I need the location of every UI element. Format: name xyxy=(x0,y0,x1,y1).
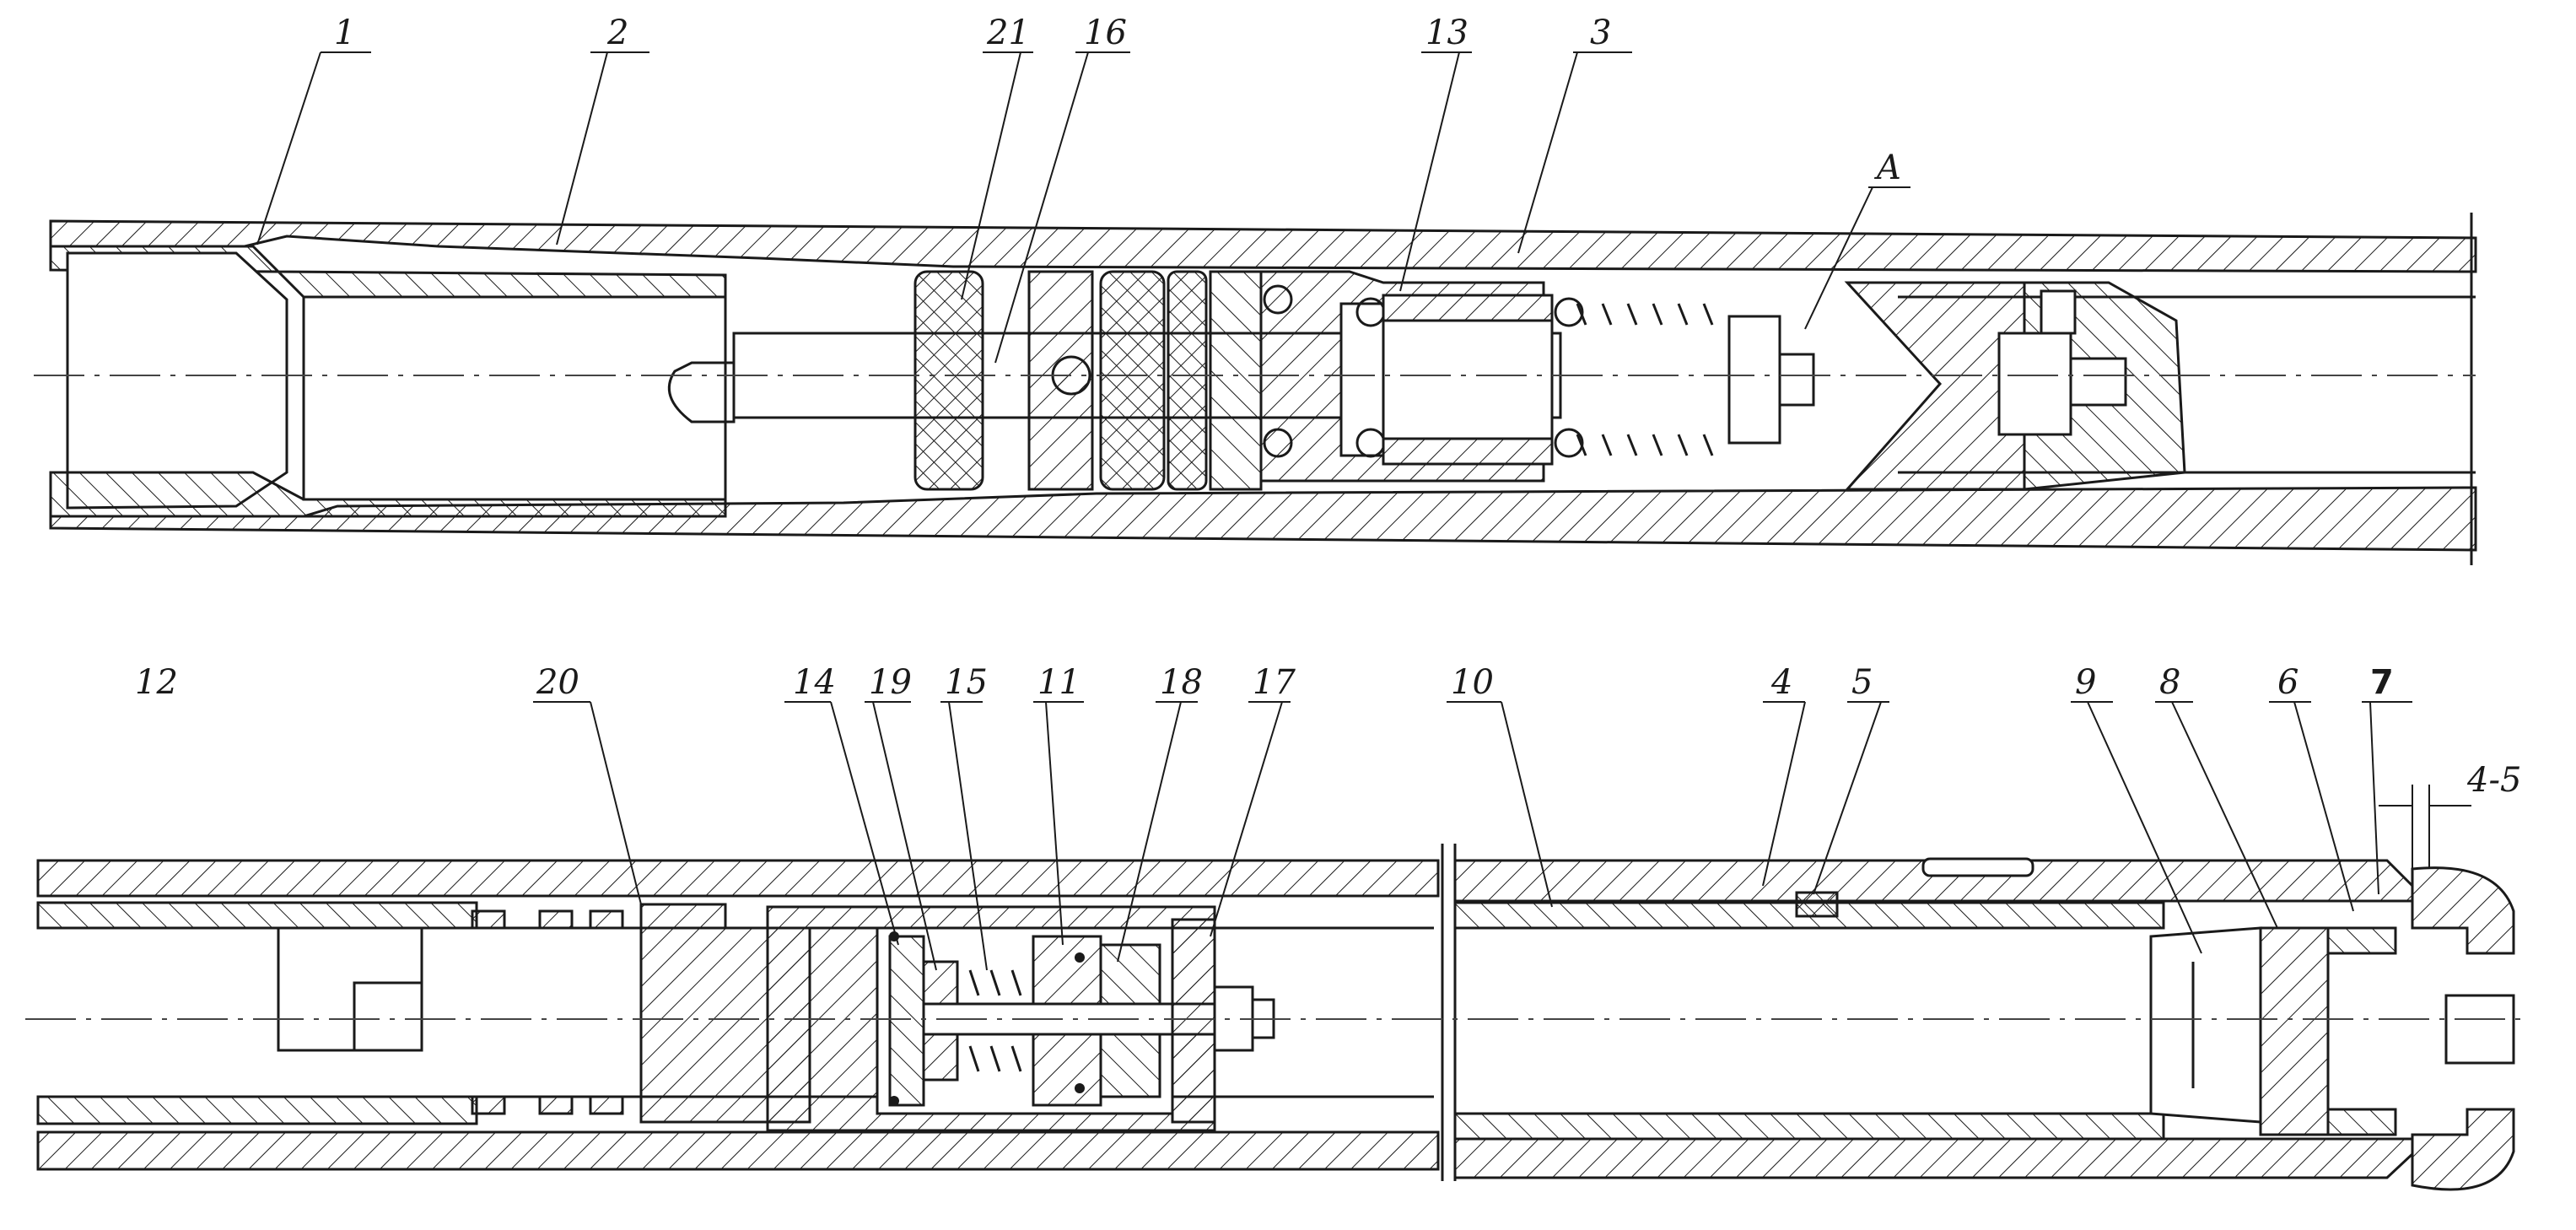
label-12: 12 xyxy=(135,663,178,702)
top-assembly xyxy=(34,213,2477,565)
label-4: 4 xyxy=(1770,663,1792,702)
label-a: A xyxy=(1873,148,1901,187)
top-casing-upper-wall xyxy=(49,219,2477,273)
label-11: 11 xyxy=(1037,663,1081,702)
bottom-left-outer-wall-bottom xyxy=(36,1130,1440,1171)
part-labels: 1 2 21 16 13 3 A 12 20 14 19 15 11 18 17… xyxy=(135,13,2521,800)
label-1: 1 xyxy=(334,13,355,52)
shaft-nut xyxy=(1727,315,1781,445)
label-16: 16 xyxy=(1084,13,1127,52)
label-20: 20 xyxy=(536,663,579,702)
packing-rings-left xyxy=(471,909,624,1115)
label-6: 6 xyxy=(2277,663,2298,702)
spring xyxy=(1576,303,1714,456)
label-10: 10 xyxy=(1451,663,1494,702)
part-12-piston xyxy=(277,926,423,1052)
part-17-cap xyxy=(1171,918,1216,1124)
part-9-cone-insert xyxy=(2149,926,2262,1124)
label-5: 5 xyxy=(1851,663,1873,702)
label-3: 3 xyxy=(1590,13,1611,52)
part-a-block xyxy=(1844,281,2026,491)
label-19: 19 xyxy=(869,663,912,702)
leader-lines xyxy=(256,51,2412,971)
part-15-spring xyxy=(968,969,1022,1072)
label-18: 18 xyxy=(1160,663,1203,702)
label-8: 8 xyxy=(2159,663,2180,702)
label-14: 14 xyxy=(793,663,836,702)
dimension-label: 4-5 xyxy=(2466,761,2521,800)
label-15: 15 xyxy=(945,663,988,702)
part-21-seal xyxy=(913,270,984,491)
label-13: 13 xyxy=(1425,13,1469,52)
part-8-sleeve xyxy=(2259,926,2330,1136)
part-14-seat xyxy=(888,935,925,1107)
bottom-assembly xyxy=(25,785,2530,1191)
part-1-cone-bore xyxy=(66,251,288,510)
part-5-key xyxy=(1795,891,1839,918)
label-2: 2 xyxy=(606,13,628,52)
label-17: 17 xyxy=(1253,663,1296,702)
label-9: 9 xyxy=(2075,663,2096,702)
bottom-left-outer-wall-top xyxy=(36,859,1440,898)
bottom-right-outer-wall-bottom xyxy=(1453,1137,2414,1179)
part-7-drill-crown xyxy=(2411,866,2515,955)
label-21: 21 xyxy=(986,13,1030,52)
label-7: 7 xyxy=(2370,663,2394,702)
part-6-ring xyxy=(2326,926,2397,955)
